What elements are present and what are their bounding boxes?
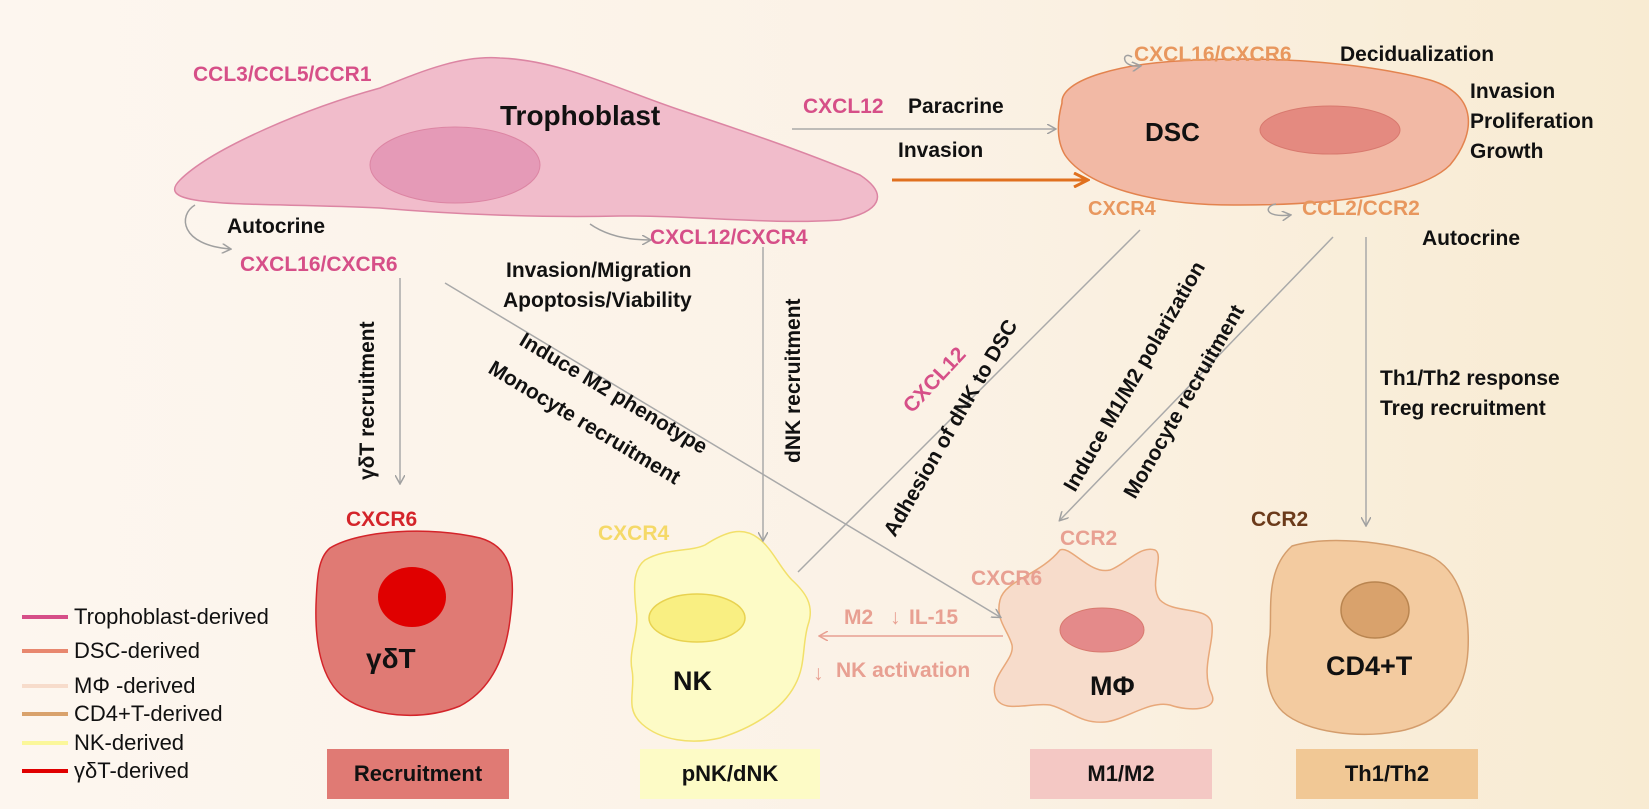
dsc-cxcl16-cxcr6-label: CXCL16/CXCR6 [1134,43,1292,66]
invasion-list-0: Invasion [1470,80,1555,103]
outcome-m1-m2: M1/M2 [1030,749,1212,799]
invasion-migration-label: Invasion/Migration [506,259,692,282]
cd4t-ccr2-label: CCR2 [1251,508,1308,531]
legend-item-trophoblast: Trophoblast-derived [22,604,269,630]
legend-swatch [22,615,68,619]
invasion-list-1: Proliferation [1470,110,1594,133]
cxcl12-paracrine-cytokine: CXCL12 [803,95,884,118]
legend-swatch [22,649,68,653]
legend-swatch [22,712,68,716]
autocrine-dsc-top-curve [1124,54,1140,66]
legend-item-nk: NK-derived [22,730,184,756]
legend-swatch [22,769,68,773]
legend-label: DSC-derived [74,638,200,663]
gdt-cxcr6-label: CXCR6 [346,508,417,531]
legend-item-cd4t: CD4+T-derived [22,701,223,727]
gdt-recruitment-label: γδT recruitment [356,321,379,480]
outcome-th1-th2: Th1/Th2 [1296,749,1478,799]
th1th2-response-label: Th1/Th2 response [1380,367,1560,390]
legend-swatch [22,741,68,745]
ccl2-ccr2-label: CCL2/CCR2 [1302,197,1420,220]
gdt-nucleus [378,567,446,627]
tropho-cxcl16-cxcr6-label: CXCL16/CXCR6 [240,253,398,276]
monocyte-recruitment-2-label: Monocyte recruitment [1119,301,1249,502]
nk-activation-down-arrow: ↓ [813,662,824,685]
gdt-cell-label: γδT [366,643,416,674]
legend-label: Trophoblast-derived [74,604,269,629]
autocrine-tropho-curve [184,204,230,249]
mphi-nucleus [1059,607,1145,653]
m2-label: M2 [844,606,873,629]
autocrine-dsc-ccl2-curve [1267,203,1290,215]
trophoblast-nucleus [369,126,541,204]
outcome-recruitment: Recruitment [327,749,509,799]
invasion-list-2: Growth [1470,140,1544,163]
legend-item-gdt: γδT-derived [22,758,189,784]
trophoblast-cell [173,56,879,223]
nk-activation-label: NK activation [836,659,970,682]
treg-recruitment-label: Treg recruitment [1380,397,1546,420]
arrow-cxcl12-adhesion [797,229,1141,573]
autocrine-cxcl12-curve [589,223,650,240]
cxcl12-cxcr4-label: CXCL12/CXCR4 [650,226,808,249]
mphi-ccr2-label: CCR2 [1060,527,1117,550]
legend-label: NK-derived [74,730,185,755]
legend-item-mphi: MΦ -derived [22,673,195,699]
paracrine-label: Paracrine [908,95,1004,118]
cd4t-cell-label: CD4+T [1326,651,1413,681]
dnk-recruitment-label: dNK recruitment [782,298,805,463]
invasion-label: Invasion [898,139,983,162]
autocrine-tropho-label: Autocrine [227,215,325,238]
legend-label: γδT-derived [74,758,189,783]
nk-nucleus [648,593,746,643]
trophoblast-label: Trophoblast [500,100,660,131]
dsc-nucleus [1259,105,1401,155]
arrow-m1m2-polarization [1060,236,1334,520]
dsc-cxcr4-label: CXCR4 [1088,198,1157,220]
il15-down-arrow: ↓ [890,606,901,629]
arrow-m2-phenotype [444,282,1000,617]
outcome-pnk-dnk: pNK/dNK [640,749,820,799]
cd4t-nucleus [1340,581,1410,639]
nk-cxcr4-label: CXCR4 [598,522,670,545]
legend-label: MΦ -derived [74,673,196,698]
legend-item-dsc: DSC-derived [22,638,200,664]
mphi-cell-label: MΦ [1090,671,1135,701]
il15-label: IL-15 [909,606,958,629]
autocrine-dsc-label: Autocrine [1422,227,1520,250]
mphi-cxcr6-label: CXCR6 [971,567,1042,590]
apoptosis-viability-label: Apoptosis/Viability [503,289,692,312]
ccl3-ccl5-ccr1-label: CCL3/CCL5/CCR1 [193,63,372,86]
legend-swatch [22,684,68,688]
decidualization-label: Decidualization [1340,43,1494,66]
dsc-label: DSC [1145,117,1200,147]
nk-cell-label: NK [673,666,712,696]
legend-label: CD4+T-derived [74,701,223,726]
